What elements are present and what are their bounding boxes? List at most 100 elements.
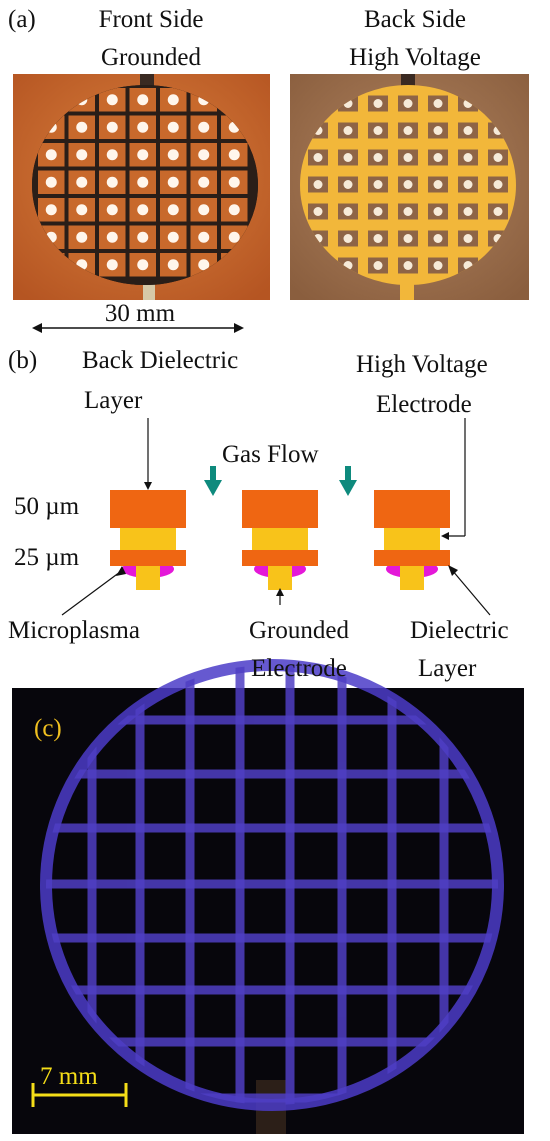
pore-dot — [433, 153, 443, 162]
pore-dot — [45, 149, 57, 161]
pore-dot — [433, 99, 443, 108]
pore-dot — [137, 121, 149, 133]
pore-dot — [463, 207, 473, 216]
pore-dot — [106, 121, 118, 133]
pore-dot — [373, 180, 383, 189]
pore-dot — [76, 176, 88, 188]
pore-dot — [106, 176, 118, 188]
pore-dot — [198, 204, 210, 216]
back-dielectric-label: Back Dielectric — [82, 347, 239, 374]
microplasma-label: Microplasma — [8, 617, 140, 644]
pore-dot — [137, 204, 149, 216]
dielectric-layer-label: Dielectric — [410, 617, 509, 644]
pore-dot — [493, 207, 503, 216]
plasma-photo — [12, 659, 524, 1134]
dimension-25um: 25 µm — [14, 544, 80, 571]
pore-dot — [493, 180, 503, 189]
pore-dot — [433, 207, 443, 216]
pore-dot — [463, 234, 473, 243]
pore-dot — [313, 207, 323, 216]
pore-dot — [137, 231, 149, 243]
pore-dot — [373, 234, 383, 243]
back-side-photo — [290, 74, 529, 300]
pore-dot — [106, 259, 118, 271]
pore-dot — [106, 149, 118, 161]
pore-dot — [167, 94, 179, 106]
pore-dot — [493, 153, 503, 162]
grounded-electrode-label: Grounded — [249, 617, 349, 644]
front-side-title: Front Side — [98, 6, 204, 33]
pore-dot — [463, 153, 473, 162]
pore-dot — [45, 204, 57, 216]
pore-dot — [373, 153, 383, 162]
hv-electrode-label: High Voltage — [356, 351, 488, 378]
pore-dot — [343, 126, 353, 135]
panel-b-label: (b) — [8, 347, 38, 374]
cross-section-schematic — [61, 418, 491, 616]
pore-dot — [373, 261, 383, 270]
pore-dot — [433, 261, 443, 270]
scale-label-30mm: 30 mm — [104, 300, 176, 327]
pore-dot — [403, 153, 413, 162]
leader-lines — [61, 418, 491, 616]
pore-dot — [313, 180, 323, 189]
pore-dot — [228, 149, 240, 161]
pore-dot — [167, 121, 179, 133]
pore-dot — [167, 149, 179, 161]
dimension-50um: 50 µm — [14, 493, 80, 520]
pore-dot — [343, 234, 353, 243]
pore-dot — [463, 180, 473, 189]
pore-dot — [403, 180, 413, 189]
pore-dot — [373, 126, 383, 135]
gas-flow-label: Gas Flow — [222, 441, 319, 468]
electrode-unit-1 — [110, 490, 186, 590]
pore-dot — [198, 231, 210, 243]
pore-dot — [137, 94, 149, 106]
pore-dot — [343, 153, 353, 162]
pore-dot — [463, 126, 473, 135]
pore-dot — [403, 207, 413, 216]
pore-dot — [433, 234, 443, 243]
pore-dot — [403, 234, 413, 243]
pore-dot — [403, 99, 413, 108]
pore-dot — [106, 94, 118, 106]
pore-dot — [198, 149, 210, 161]
front-grid-cells — [38, 88, 248, 277]
pore-dot — [76, 231, 88, 243]
pore-dot — [198, 176, 210, 188]
electrode-unit-3 — [374, 490, 450, 590]
scale-label-7mm: 7 mm — [40, 1063, 98, 1090]
pore-dot — [228, 176, 240, 188]
front-side-subtitle: Grounded — [101, 44, 201, 71]
pore-dot — [106, 204, 118, 216]
pore-dot — [167, 204, 179, 216]
pore-dot — [167, 259, 179, 271]
pore-dot — [198, 121, 210, 133]
pore-dot — [343, 180, 353, 189]
pore-dot — [343, 207, 353, 216]
pore-dot — [76, 204, 88, 216]
pore-dot — [373, 99, 383, 108]
pore-dot — [198, 259, 210, 271]
pore-dot — [313, 153, 323, 162]
grounded-electrode-label-2: Electrode — [251, 655, 347, 682]
hv-electrode-label-2: Electrode — [376, 391, 472, 418]
scale-bar-30mm — [32, 323, 244, 333]
back-side-title: Back Side — [363, 6, 467, 33]
pore-dot — [45, 176, 57, 188]
front-side-photo — [13, 74, 270, 300]
pore-dot — [403, 126, 413, 135]
pore-dot — [137, 176, 149, 188]
pore-dot — [167, 231, 179, 243]
back-dielectric-label-2: Layer — [84, 387, 143, 414]
pore-dot — [373, 207, 383, 216]
panel-a-label: (a) — [8, 6, 36, 33]
pore-dot — [228, 231, 240, 243]
gas-flow-arrows — [204, 466, 357, 496]
pore-dot — [433, 180, 443, 189]
pore-dot — [228, 204, 240, 216]
panel-c-label: (c) — [34, 715, 62, 742]
pore-dot — [76, 121, 88, 133]
pore-dot — [403, 261, 413, 270]
